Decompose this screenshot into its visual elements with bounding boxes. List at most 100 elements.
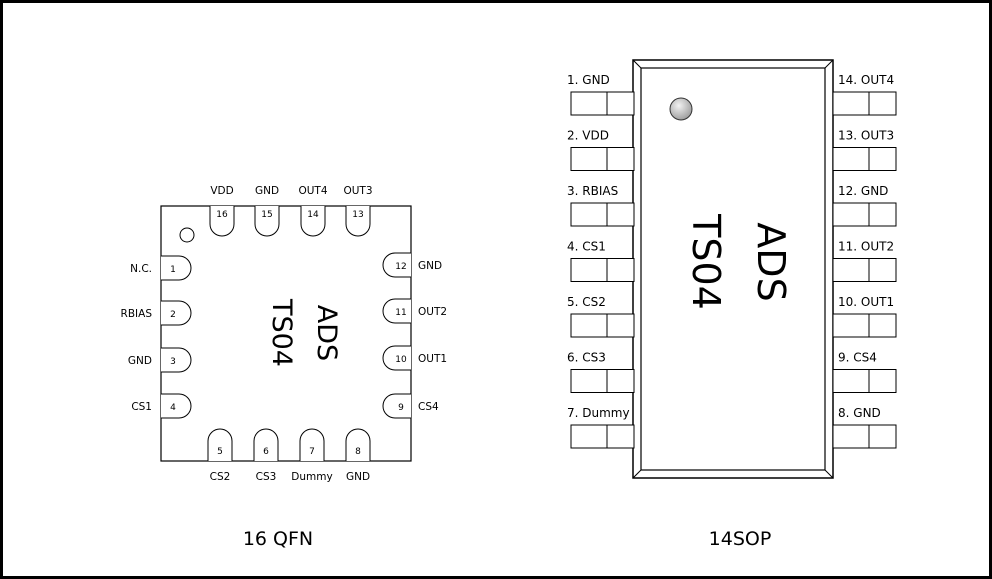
qfn-pin-name: GND (255, 185, 279, 197)
qfn-pin-14: 14 OUT4 (298, 185, 328, 237)
sop-lead (570, 424, 635, 449)
qfn-pin-13: 13 OUT3 (343, 185, 373, 237)
qfn-pin-name: N.C. (130, 263, 152, 275)
sop-body-inner (640, 67, 826, 471)
sop-pin-5: 5. CS2 (567, 295, 635, 338)
qfn-pin-number: 16 (216, 210, 228, 220)
sop-pin-label: 5. CS2 (567, 295, 606, 309)
qfn-pin-name: OUT1 (418, 353, 447, 365)
sop-package: 1. GND 2. VDD 3. RBIAS 4. CS1 5. CS2 6. CS3 7.… (567, 59, 897, 550)
sop-lead (570, 91, 635, 116)
qfn-pin-name: CS2 (210, 471, 231, 483)
qfn-pin-name: GND (418, 260, 442, 272)
qfn-pin-number: 11 (395, 308, 406, 318)
qfn-pin-11: 11 OUT2 (382, 298, 447, 324)
qfn-pin-number: 15 (261, 210, 272, 220)
sop-bevel-tl (632, 59, 642, 69)
qfn-pin-3: 3 GND (128, 347, 192, 373)
qfn-pad (300, 206, 326, 237)
qfn-pin-name: CS4 (418, 401, 439, 413)
qfn-pin-number: 5 (217, 447, 223, 457)
sop-marking-line1: ADS (749, 222, 793, 301)
sop-lead (570, 313, 635, 338)
sop-bevel-bl (632, 469, 642, 479)
sop-pin-label: 3. RBIAS (567, 184, 618, 198)
qfn-pin-number: 13 (352, 210, 363, 220)
qfn-pin-name: CS3 (256, 471, 277, 483)
qfn-pin-15: 15 GND (254, 185, 280, 237)
qfn-pad (209, 206, 235, 237)
sop-bevel-tr (824, 59, 834, 69)
sop-pin-2: 2. VDD (567, 129, 635, 171)
qfn-pin-number: 10 (395, 355, 407, 365)
qfn-pin-name: VDD (210, 185, 233, 197)
sop-pin-label: 4. CS1 (567, 240, 606, 254)
sop-pin-11: 11. OUT2 (832, 240, 897, 282)
sop-pin-13: 13. OUT3 (832, 129, 897, 171)
sop-lead (570, 202, 635, 227)
qfn-pad (382, 393, 411, 419)
sop-marking-line2: TS04 (684, 213, 728, 310)
qfn-pad (299, 428, 325, 461)
sop-lead (570, 258, 635, 282)
sop-pin-1: 1. GND (567, 73, 635, 116)
qfn-pin-number: 14 (307, 210, 319, 220)
qfn-pin-number: 9 (398, 403, 404, 413)
qfn-pin-number: 8 (355, 447, 361, 457)
sop-lead (832, 313, 897, 338)
qfn-pad (382, 252, 411, 278)
qfn-pad (254, 206, 280, 237)
qfn-pin-number: 3 (170, 357, 176, 367)
sop-pin-label: 13. OUT3 (838, 129, 894, 143)
qfn-pin-name: Dummy (291, 471, 332, 483)
sop-pin-4: 4. CS1 (567, 240, 635, 282)
qfn-pad (345, 428, 371, 461)
qfn-pin-number: 2 (170, 310, 176, 320)
qfn-pin-name: GND (346, 471, 370, 483)
qfn-pin-name: GND (128, 355, 152, 367)
qfn-pin-number: 6 (263, 447, 269, 457)
sop-pin-label: 1. GND (567, 73, 610, 87)
sop-marking: ADS TS04 (684, 213, 793, 310)
sop-lead (832, 147, 897, 171)
qfn-pad (382, 298, 411, 324)
sop-pin-8: 8. GND (832, 406, 897, 449)
qfn-pad (382, 345, 411, 371)
qfn-pin-9: 9 CS4 (382, 393, 439, 419)
sop-lead (832, 258, 897, 282)
qfn-pad (161, 300, 192, 326)
sop-caption: 14SOP (709, 528, 772, 550)
sop-pin-3: 3. RBIAS (567, 184, 635, 227)
sop-pin-7: 7. Dummy (567, 406, 635, 449)
qfn-pin-16: 16 VDD (209, 185, 235, 237)
qfn-marking-line2: TS04 (266, 298, 297, 367)
sop-bevel-br (824, 469, 834, 479)
qfn-marking-line1: ADS (311, 305, 342, 361)
sop-pin-12: 12. GND (832, 184, 897, 227)
sop-lead (832, 369, 897, 393)
qfn-pad (207, 428, 233, 461)
sop-pin1-dot (669, 97, 693, 121)
sop-lead (832, 202, 897, 227)
qfn-pad (253, 428, 279, 461)
qfn-pin-name: OUT2 (418, 306, 447, 318)
sop-lead (832, 424, 897, 449)
qfn-pin-name: CS1 (131, 401, 152, 413)
qfn-pin-10: 10 OUT1 (382, 345, 447, 371)
sop-body-outer (632, 59, 834, 479)
qfn-pin-name: OUT4 (298, 185, 327, 197)
sop-pin-label: 6. CS3 (567, 351, 606, 365)
qfn-pad (161, 347, 192, 373)
sop-pin-label: 14. OUT4 (838, 73, 894, 87)
qfn-pin-name: OUT3 (343, 185, 372, 197)
qfn-pin-1: 1N.C. (130, 255, 192, 281)
